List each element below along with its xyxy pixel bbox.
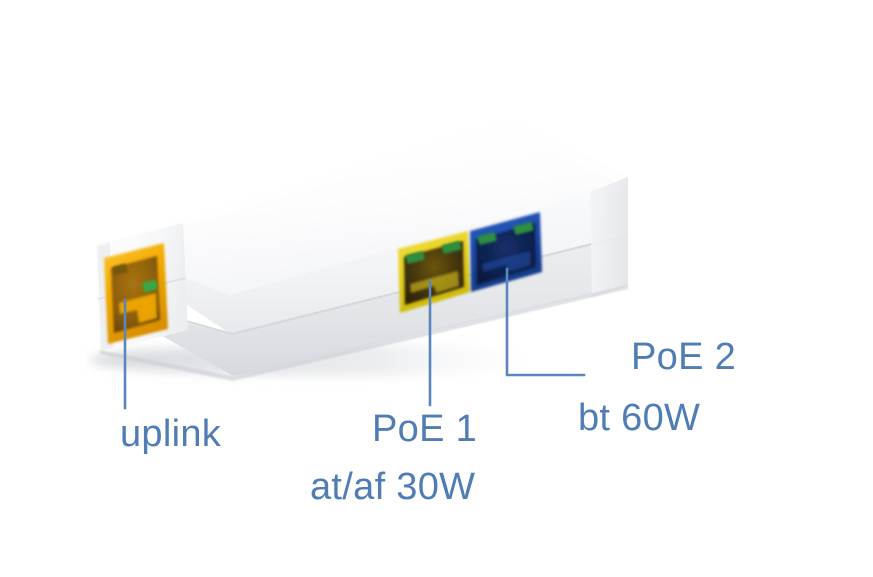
device-top-face [97, 118, 628, 295]
port-poe2-led-right [513, 222, 534, 235]
device-right-end-face [590, 177, 628, 297]
port-poe2 [470, 212, 542, 292]
annotation-label-poe1: PoE 1 [372, 408, 478, 450]
port-poe1-key-notch [410, 271, 459, 293]
port-uplink-led-right [142, 279, 158, 293]
port-uplink-key-notch [119, 293, 157, 323]
port-poe2-led-left [477, 232, 497, 245]
leader-line-poe2 [505, 267, 586, 377]
annotation-leader-lines [123, 267, 586, 410]
port-poe1-led-right [441, 241, 462, 254]
port-poe1-led-left [405, 251, 425, 264]
port-poe2-key-notch [482, 251, 531, 272]
annotation-label-poe2: PoE 2 [631, 336, 737, 378]
port-uplink [104, 243, 168, 344]
annotation-label-uplink: uplink [120, 413, 222, 455]
poe-extender-device [97, 118, 629, 381]
annotation-label-poe2-spec: bt 60W [578, 397, 701, 439]
port-poe1 [398, 231, 470, 313]
annotation-label-poe1-spec: at/af 30W [310, 466, 476, 508]
port-uplink-led-left [112, 263, 128, 276]
device-front-face-upper [97, 182, 628, 335]
